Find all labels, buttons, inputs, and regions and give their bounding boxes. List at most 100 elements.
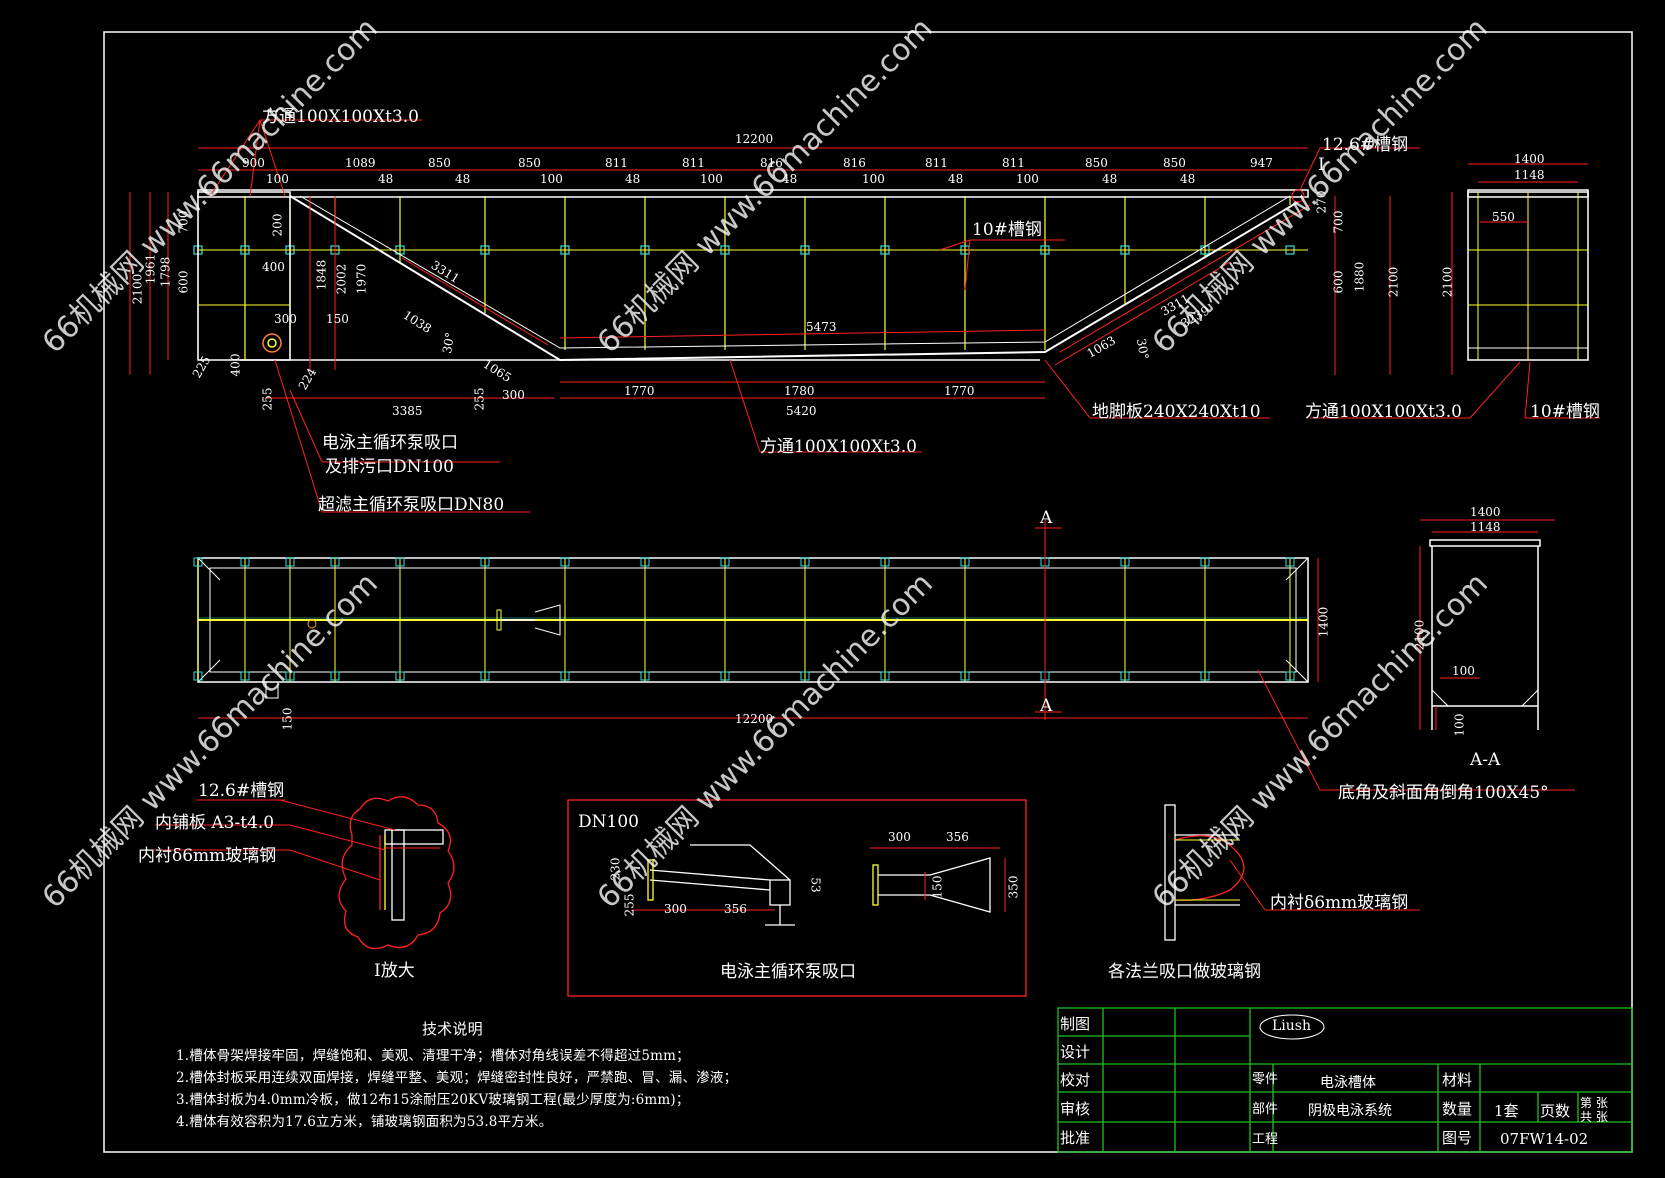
dim-top-chain-5: 48 bbox=[378, 172, 394, 186]
label-detail-lining: 内衬δ6mm玻璃钢 bbox=[138, 846, 277, 866]
dim-top-chain-21: 850 bbox=[1085, 156, 1108, 170]
drawing-frame bbox=[103, 31, 1633, 1153]
label-detail-plate: 内铺板 A3-t4.0 bbox=[155, 813, 275, 833]
dim-p356b: 356 bbox=[946, 830, 969, 844]
tb-designed: 设计 bbox=[1060, 1043, 1091, 1061]
dim-p356: 356 bbox=[724, 902, 747, 916]
plan-joint-15-1 bbox=[1200, 557, 1210, 567]
notes-item-4: 4.槽体有效容积为17.6立方米，铺玻璃钢面积为53.8平方米。 bbox=[176, 1114, 553, 1130]
title-block-grid bbox=[1057, 1007, 1633, 1153]
plan-joint-6-1 bbox=[480, 557, 490, 567]
label-channel-10-mid: 10#槽钢 bbox=[972, 220, 1042, 240]
plan-view bbox=[193, 520, 1575, 791]
dim-b5420: 5420 bbox=[786, 404, 817, 418]
elevation-view bbox=[129, 119, 1600, 513]
dim-p300b: 300 bbox=[888, 830, 911, 844]
label-section-mark-top: A bbox=[1040, 508, 1053, 528]
plan-joint-2-1 bbox=[240, 557, 250, 567]
dim-p150: 150 bbox=[930, 875, 945, 899]
pump-inlet-detail bbox=[567, 799, 1027, 997]
tb-quantity-value: 1套 bbox=[1494, 1102, 1519, 1120]
dim-side550: 550 bbox=[1492, 210, 1515, 224]
tb-part-name: 零件 bbox=[1252, 1072, 1279, 1087]
label-square-tube-top: 方通100X100Xt3.0 bbox=[262, 107, 419, 127]
dim-top-chain-3: 1089 bbox=[345, 156, 376, 170]
plan-joint-1-2 bbox=[193, 671, 203, 681]
dim-top-chain-23: 850 bbox=[1163, 156, 1186, 170]
dim-plan12200: 12200 bbox=[735, 712, 774, 726]
plan-joint-11-2 bbox=[880, 671, 890, 681]
plan-joint-1-1 bbox=[193, 557, 203, 567]
dim-top-chain-20: 100 bbox=[1016, 172, 1039, 186]
dim-top-chain-24: 48 bbox=[1180, 172, 1196, 186]
dim-r700: 700 bbox=[1331, 210, 1346, 234]
plan-joint-5-2 bbox=[395, 671, 405, 681]
dim-b1780: 1780 bbox=[784, 384, 815, 398]
dim-top-chain-1: 900 bbox=[242, 156, 265, 170]
label-detail-title: I放大 bbox=[374, 961, 415, 981]
plan-joint-10-1 bbox=[800, 557, 810, 567]
plan-joint-16-1 bbox=[1285, 557, 1295, 567]
dim-p53: 53 bbox=[808, 877, 823, 893]
plan-joint-3-1 bbox=[285, 557, 295, 567]
dim-top-chain-10: 48 bbox=[625, 172, 641, 186]
plan-joint-4-2 bbox=[330, 671, 340, 681]
label-detail-channel: 12.6#槽钢 bbox=[198, 781, 285, 801]
dim-h600: 600 bbox=[176, 270, 191, 294]
tb-component-value: 阴极电泳系统 bbox=[1308, 1103, 1392, 1119]
detail-i-view bbox=[140, 796, 455, 950]
dim-b1770b: 1770 bbox=[944, 384, 975, 398]
plan-joint-8-1 bbox=[640, 557, 650, 567]
tb-sheet-label: 第 张 bbox=[1580, 1096, 1608, 1110]
dim-side2100: 2100 bbox=[1440, 266, 1455, 298]
dim-top-chain-18: 48 bbox=[948, 172, 964, 186]
plan-joint-7-2 bbox=[560, 671, 570, 681]
dim-plan1400: 1400 bbox=[1316, 606, 1331, 638]
dim-r600: 600 bbox=[1331, 270, 1346, 294]
label-section-mark-bottom: A bbox=[1040, 696, 1053, 716]
dim-w400: 400 bbox=[262, 260, 285, 274]
label-foot-plate: 地脚板240X240Xt10 bbox=[1092, 402, 1261, 422]
tb-quantity-label: 数量 bbox=[1442, 1100, 1473, 1118]
plan-joint-12-2 bbox=[960, 671, 970, 681]
dim-h1970: 1970 bbox=[354, 263, 369, 295]
label-pump-inlet-title: 电泳主循环泵吸口 bbox=[720, 962, 856, 982]
notes-item-1: 1.槽体骨架焊接牢固，焊缝饱和、美观、清理干净；槽体对角线误差不得超过5mm； bbox=[176, 1048, 690, 1064]
tb-project-name: 工程 bbox=[1252, 1132, 1279, 1147]
dim-p300: 300 bbox=[664, 902, 687, 916]
dim-aa100: 100 bbox=[1452, 664, 1475, 678]
dim-top-chain-8: 100 bbox=[540, 172, 563, 186]
dim-w150: 150 bbox=[326, 312, 349, 326]
plan-joint-11-1 bbox=[880, 557, 890, 567]
label-ed-pump-inlet-2: 及排污口DN100 bbox=[325, 457, 454, 477]
plan-joint-15-2 bbox=[1200, 671, 1210, 681]
notes-title: 技术说明 bbox=[422, 1020, 483, 1038]
plan-joint-10-2 bbox=[800, 671, 810, 681]
plan-joint-4-1 bbox=[330, 557, 340, 567]
label-chamfer-note: 底角及斜面角倒角100X45° bbox=[1338, 783, 1549, 803]
dim-top-chain-14: 48 bbox=[782, 172, 798, 186]
dim-side1400: 1400 bbox=[1514, 152, 1545, 166]
dim-h200: 200 bbox=[270, 213, 285, 237]
dim-b3385: 3385 bbox=[392, 404, 423, 418]
dim-top-chain-22: 48 bbox=[1102, 172, 1118, 186]
label-ed-pump-inlet-1: 电泳主循环泵吸口 bbox=[322, 433, 458, 453]
dim-top-chain-2: 100 bbox=[266, 172, 289, 186]
flange-detail bbox=[1164, 804, 1420, 941]
plan-joint-14-2 bbox=[1120, 671, 1130, 681]
label-flange-lining: 内衬δ6mm玻璃钢 bbox=[1270, 893, 1409, 913]
dim-r2100: 2100 bbox=[1386, 266, 1401, 298]
tb-logo: Liush bbox=[1272, 1018, 1311, 1034]
plan-joint-14-1 bbox=[1120, 557, 1130, 567]
plan-joint-5-1 bbox=[395, 557, 405, 567]
plan-joint-9-2 bbox=[720, 671, 730, 681]
tb-drawing-no: 07FW14-02 bbox=[1500, 1130, 1589, 1148]
label-flange-title: 各法兰吸口做玻璃钢 bbox=[1108, 962, 1261, 982]
plan-joint-7-1 bbox=[560, 557, 570, 567]
dim-w300: 300 bbox=[274, 312, 297, 326]
dim-top-chain-6: 48 bbox=[455, 172, 471, 186]
tb-drafted: 制图 bbox=[1060, 1015, 1091, 1033]
tb-reviewed: 审核 bbox=[1060, 1100, 1091, 1118]
dim-p350: 350 bbox=[1006, 875, 1021, 899]
